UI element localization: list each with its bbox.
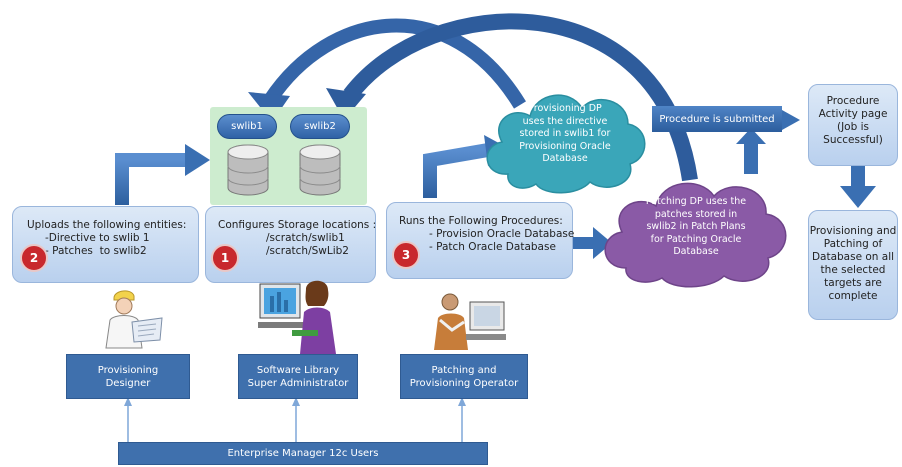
step2-line: Uploads the following entities: (27, 219, 187, 231)
complete-line: complete (828, 290, 878, 302)
teal-cloud-line: stored in swlib1 for (519, 128, 611, 139)
database-icon (299, 144, 341, 196)
role-patching-operator: Patching and Provisioning Operator (400, 354, 528, 399)
designer-person-icon (105, 290, 163, 349)
purple-cloud-line: swlib2 in Patch Plans (646, 221, 746, 232)
teal-cloud-text: Provisioning DP uses the directive store… (495, 103, 635, 166)
role-label: Software Library (256, 364, 340, 376)
role-label: Designer (105, 377, 151, 389)
step1-box: Configures Storage locations : /scratch/… (205, 206, 376, 283)
bent-arrow-step2-head (185, 144, 210, 176)
complete-line: targets are (824, 277, 882, 289)
submitted-arrow-body: Procedure is submitted (652, 106, 782, 132)
complete-line: Patching of (823, 238, 883, 250)
arrow-to-activity (782, 110, 800, 130)
teal-cloud (486, 94, 646, 194)
arrow-up-submitted-head (736, 128, 766, 144)
purple-cloud (604, 182, 787, 288)
step1-badge: 1 (211, 244, 239, 272)
step2-line: - Patches to swlib2 (45, 245, 147, 257)
complete-box: Provisioning and Patching of Database on… (808, 210, 898, 320)
activity-line: (Job is (836, 121, 869, 133)
activity-line: Successful) (823, 134, 883, 146)
admin-person-icon (258, 280, 336, 354)
teal-cloud-line: Database (542, 153, 588, 164)
step3-line: - Provision Oracle Database (429, 228, 575, 240)
purple-cloud-text: Patching DP uses the patches stored in s… (610, 196, 782, 259)
users-bar-label: Enterprise Manager 12c Users (227, 448, 379, 459)
step2-line: -Directive to swlib 1 (45, 232, 150, 244)
swlib2-pill: swlib2 (290, 114, 350, 139)
complete-line: the selected (820, 264, 886, 276)
teal-cloud-line: uses the directive (522, 115, 608, 127)
submitted-label: Procedure is submitted (659, 113, 775, 125)
bent-arrow-step2 (115, 153, 185, 205)
curve-arrow-head-2 (326, 88, 366, 120)
teal-cloud-line: Provisioning Oracle (519, 140, 611, 152)
database-icon (227, 144, 269, 196)
step1-line: /scratch/swlib1 (266, 232, 345, 244)
step1-line: /scratch/SwLib2 (266, 245, 349, 257)
role-label: Provisioning (97, 364, 159, 376)
step3-line: Runs the Following Procedures: (399, 215, 563, 227)
arrow-down-complete (851, 165, 865, 187)
teal-cloud-line: Provisioning DP (528, 103, 602, 114)
step3-badge: 3 (392, 241, 420, 269)
arrow-down-complete-head (840, 186, 876, 208)
activity-box: Procedure Activity page (Job is Successf… (808, 84, 898, 166)
purple-cloud-line: patches stored in (654, 208, 738, 220)
bent-arrow-step3 (423, 143, 490, 198)
arrow-step3-right-head (593, 227, 612, 259)
arrow-up-submitted (744, 142, 758, 174)
database-icons (227, 144, 341, 196)
purple-cloud-line: Patching DP uses the (645, 196, 747, 207)
step3-line: - Patch Oracle Database (429, 241, 556, 253)
swlib1-pill: swlib1 (217, 114, 277, 139)
curve-arrow-to-swlib1 (264, 18, 526, 109)
complete-line: Database on all (811, 251, 895, 263)
operator-person-icon (434, 293, 506, 350)
activity-line: Procedure (826, 95, 880, 107)
users-bar: Enterprise Manager 12c Users (118, 442, 488, 465)
role-label: Super Administrator (247, 377, 349, 389)
step2-badge: 2 (20, 244, 48, 272)
activity-line: Activity page (818, 108, 888, 120)
arrow-step3-right (573, 237, 593, 249)
role-software-library-admin: Software Library Super Administrator (238, 354, 358, 399)
role-label: Patching and (431, 364, 497, 376)
purple-cloud-line: Database (673, 246, 719, 257)
role-provisioning-designer: Provisioning Designer (66, 354, 190, 399)
step2-box: Uploads the following entities: -Directi… (12, 206, 199, 283)
complete-line: Provisioning and (809, 225, 897, 237)
step1-line: Configures Storage locations : (218, 219, 377, 231)
purple-cloud-line: for Patching Oracle (650, 233, 742, 245)
step3-box: Runs the Following Procedures: - Provisi… (386, 202, 575, 279)
role-label: Provisioning Operator (409, 377, 519, 389)
